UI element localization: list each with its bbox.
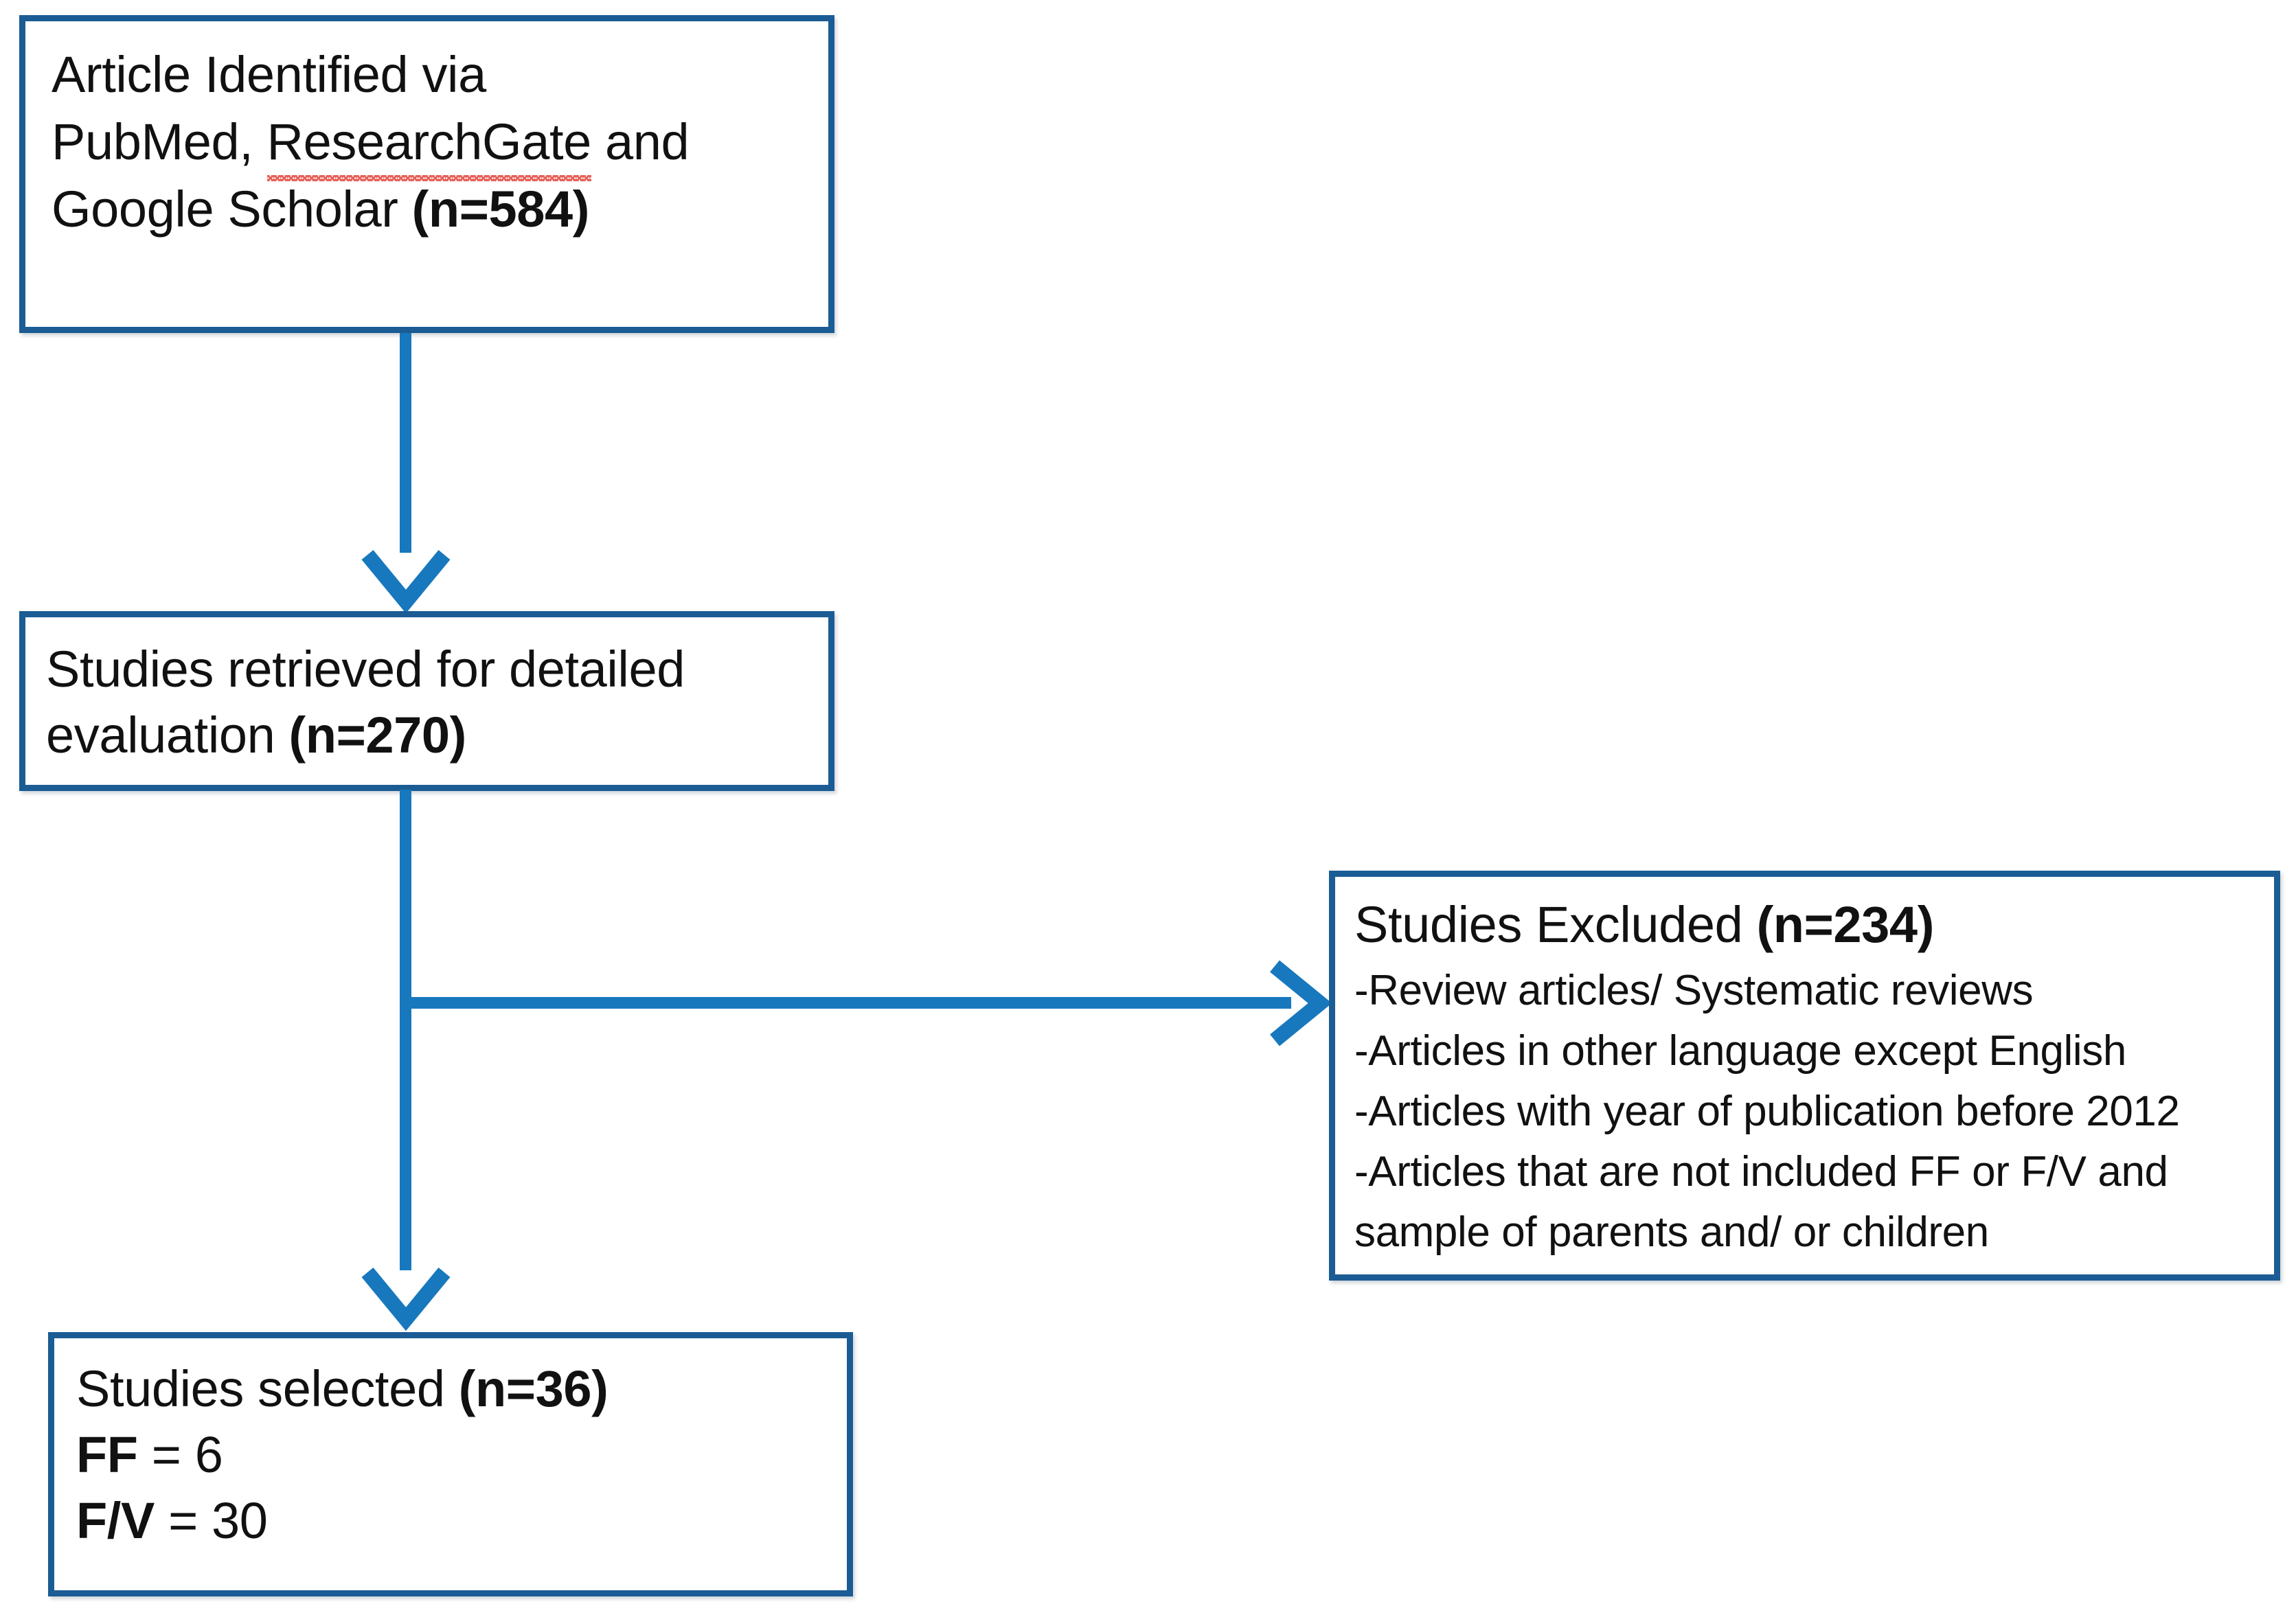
selected-ff-label: FF: [76, 1426, 138, 1483]
selected-fv-label: F/V: [76, 1492, 155, 1549]
retrieved-line-1-text: Studies retrieved for detailed: [46, 641, 685, 698]
excluded-reason-3-text: -Articles with year of publication befor…: [1354, 1088, 2180, 1135]
retrieved-count: (n=270): [288, 707, 467, 764]
identified-line-1-text: Article Identified via: [52, 46, 486, 103]
retrieved-line-2: evaluation (n=270): [46, 702, 466, 768]
selected-ff-value: = 6: [137, 1426, 223, 1483]
excluded-reason-1-text: -Review articles/ Systematic reviews: [1354, 967, 2034, 1014]
excluded-reason-2-text: -Articles in other language except Engli…: [1354, 1027, 2126, 1075]
spellcheck-underlined-word: ResearchGate: [266, 109, 592, 181]
excluded-reason-3: -Articles with year of publication befor…: [1354, 1082, 2180, 1141]
box-studies-selected: Studies selected (n=36) FF = 6 F/V = 30: [48, 1332, 853, 1596]
excluded-count: (n=234): [1756, 896, 1935, 953]
selected-line-1: Studies selected (n=36): [76, 1356, 609, 1422]
excluded-reason-4-text: -Articles that are not included FF or F/…: [1354, 1148, 2168, 1195]
retrieved-line-1: Studies retrieved for detailed: [46, 637, 685, 702]
selected-line-1-prefix: Studies selected: [76, 1360, 459, 1417]
identified-line-3-prefix: Google Scholar: [52, 181, 412, 238]
selected-line-2: FF = 6: [76, 1422, 223, 1488]
selected-fv-value: = 30: [154, 1492, 268, 1549]
connector-identified-to-retrieved-stem: [400, 333, 411, 553]
identified-line-2-suffix: and: [591, 113, 690, 170]
excluded-reason-4: -Articles that are not included FF or F/…: [1354, 1143, 2168, 1202]
excluded-reason-2: -Articles in other language except Engli…: [1354, 1022, 2126, 1081]
excluded-reason-4-continuation-text: sample of parents and/ or children: [1354, 1209, 1989, 1256]
arrow-down-retrieved-to-selected: [361, 1268, 451, 1331]
arrow-right-retrieved-to-excluded: [1270, 960, 1332, 1046]
identified-line-2-prefix: PubMed,: [52, 113, 267, 170]
selected-line-3: F/V = 30: [76, 1488, 268, 1554]
box-articles-identified: Article Identified via PubMed, ResearchG…: [19, 15, 834, 333]
identified-line-3: Google Scholar (n=584): [52, 176, 589, 242]
excluded-reason-1: -Review articles/ Systematic reviews: [1354, 961, 2034, 1020]
selected-count: (n=36): [458, 1360, 609, 1417]
connector-retrieved-to-excluded-stem: [405, 997, 1291, 1009]
identified-line-2: PubMed, ResearchGate and: [52, 109, 690, 181]
arrow-down-identified-to-retrieved: [361, 550, 451, 614]
box-studies-excluded: Studies Excluded (n=234) -Review article…: [1329, 871, 2280, 1281]
connector-retrieved-trunk: [400, 790, 411, 1270]
excluded-reason-4-continuation: sample of parents and/ or children: [1354, 1203, 1989, 1262]
retrieved-line-2-prefix: evaluation: [46, 707, 289, 764]
identified-line-1: Article Identified via: [52, 42, 486, 108]
excluded-heading-prefix: Studies Excluded: [1354, 896, 1757, 953]
identified-researchgate-text: ResearchGate: [266, 113, 592, 170]
excluded-heading: Studies Excluded (n=234): [1354, 892, 1934, 958]
box-studies-retrieved: Studies retrieved for detailed evaluatio…: [19, 611, 834, 791]
identified-count: (n=584): [411, 181, 590, 238]
